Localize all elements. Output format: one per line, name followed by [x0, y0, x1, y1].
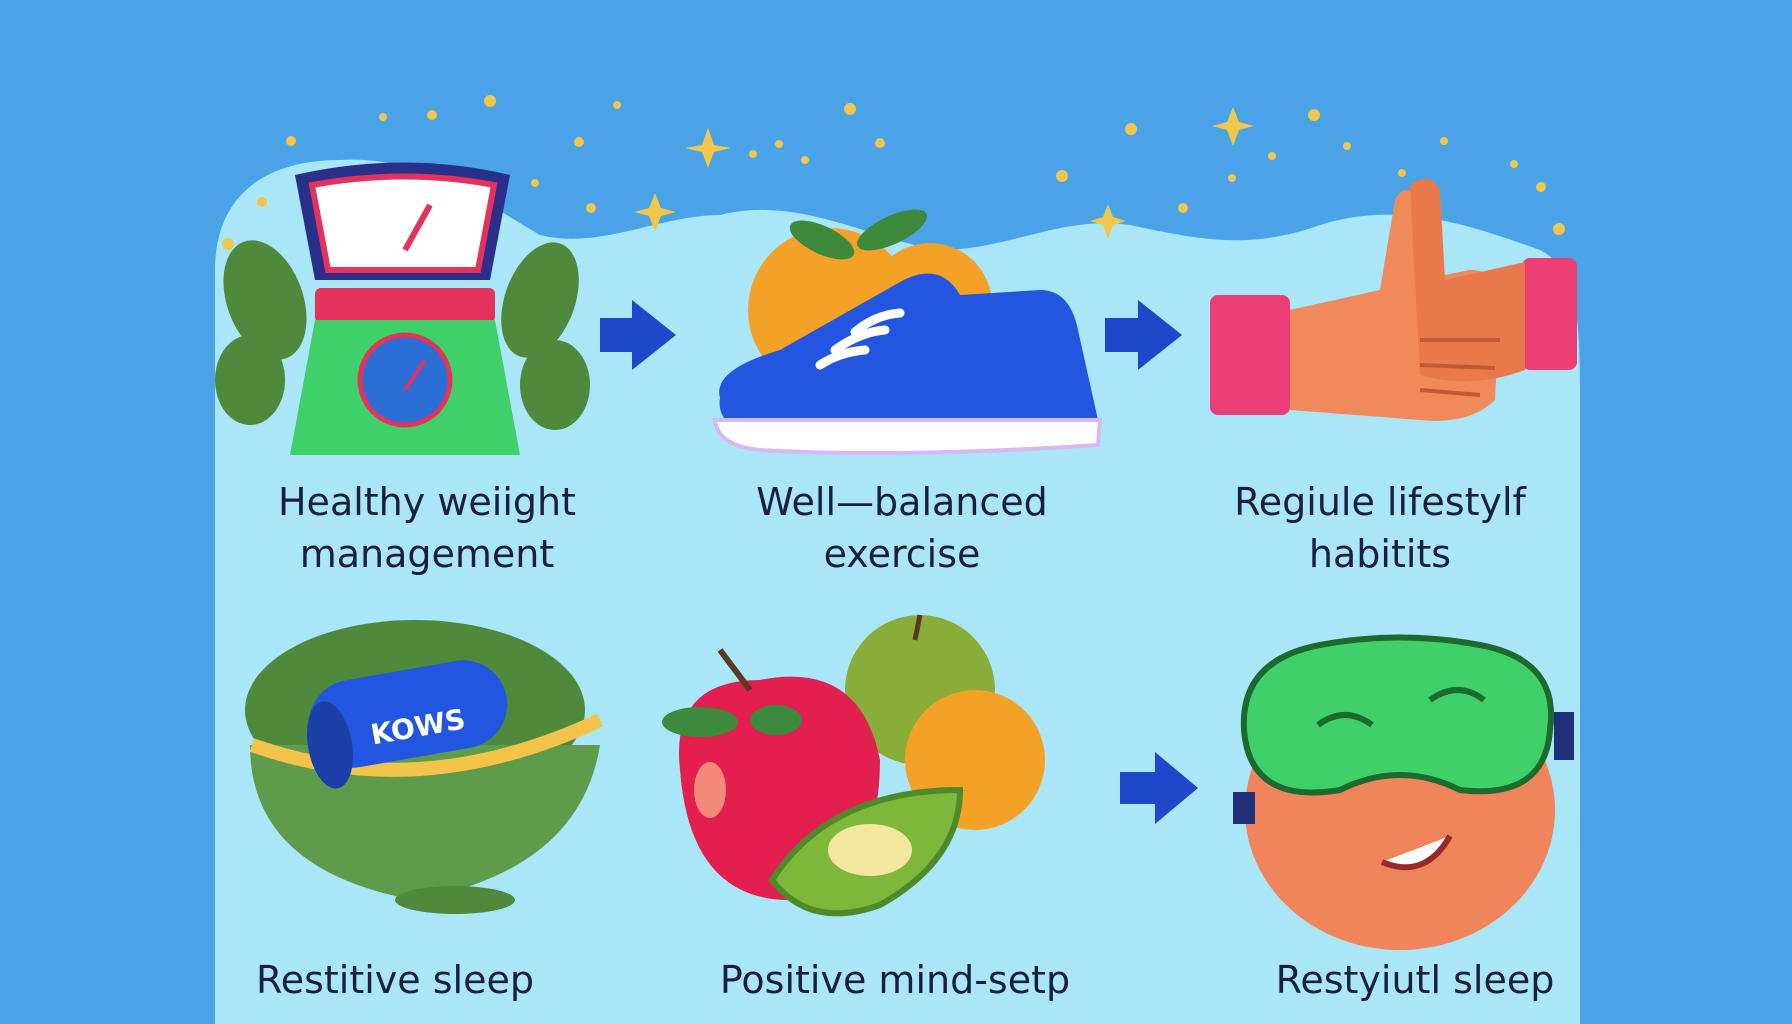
- label-exercise-line2: exercise: [823, 532, 981, 576]
- sleep-mask-face-icon: [1233, 634, 1574, 950]
- sparkles-decoration: [222, 95, 1565, 250]
- label-restful-sleep: Restyiutl sleep: [1275, 958, 1555, 1002]
- salad-bowl-icon: KOWS: [245, 620, 603, 914]
- arrow-right-icon: [1105, 300, 1182, 370]
- sneaker-icon: [712, 209, 1103, 456]
- label-exercise-line1: Well—balanced: [756, 480, 1048, 524]
- fruit-group-icon: [662, 614, 1045, 917]
- label-restive-sleep: Restitive sleep: [256, 958, 534, 1002]
- label-habits-line2: habitits: [1308, 532, 1452, 576]
- weighing-scale-icon: [215, 162, 590, 455]
- label-weight-management: Healthy weiight management: [252, 476, 602, 580]
- arrow-right-icon: [600, 300, 676, 370]
- label-habits-line1: Regiule lifestylf: [1234, 480, 1526, 524]
- label-weight-line1: Healthy weiight: [277, 480, 577, 524]
- label-positive-mindset: Positive mind-setp: [719, 958, 1071, 1002]
- thumbs-up-handshake-icon: [1210, 178, 1577, 421]
- arrow-right-icon: [1120, 752, 1198, 824]
- label-weight-line2: management: [299, 532, 555, 576]
- label-exercise: Well—balanced exercise: [732, 476, 1072, 580]
- label-lifestyle-habits: Regiule lifestylf habitits: [1200, 476, 1560, 580]
